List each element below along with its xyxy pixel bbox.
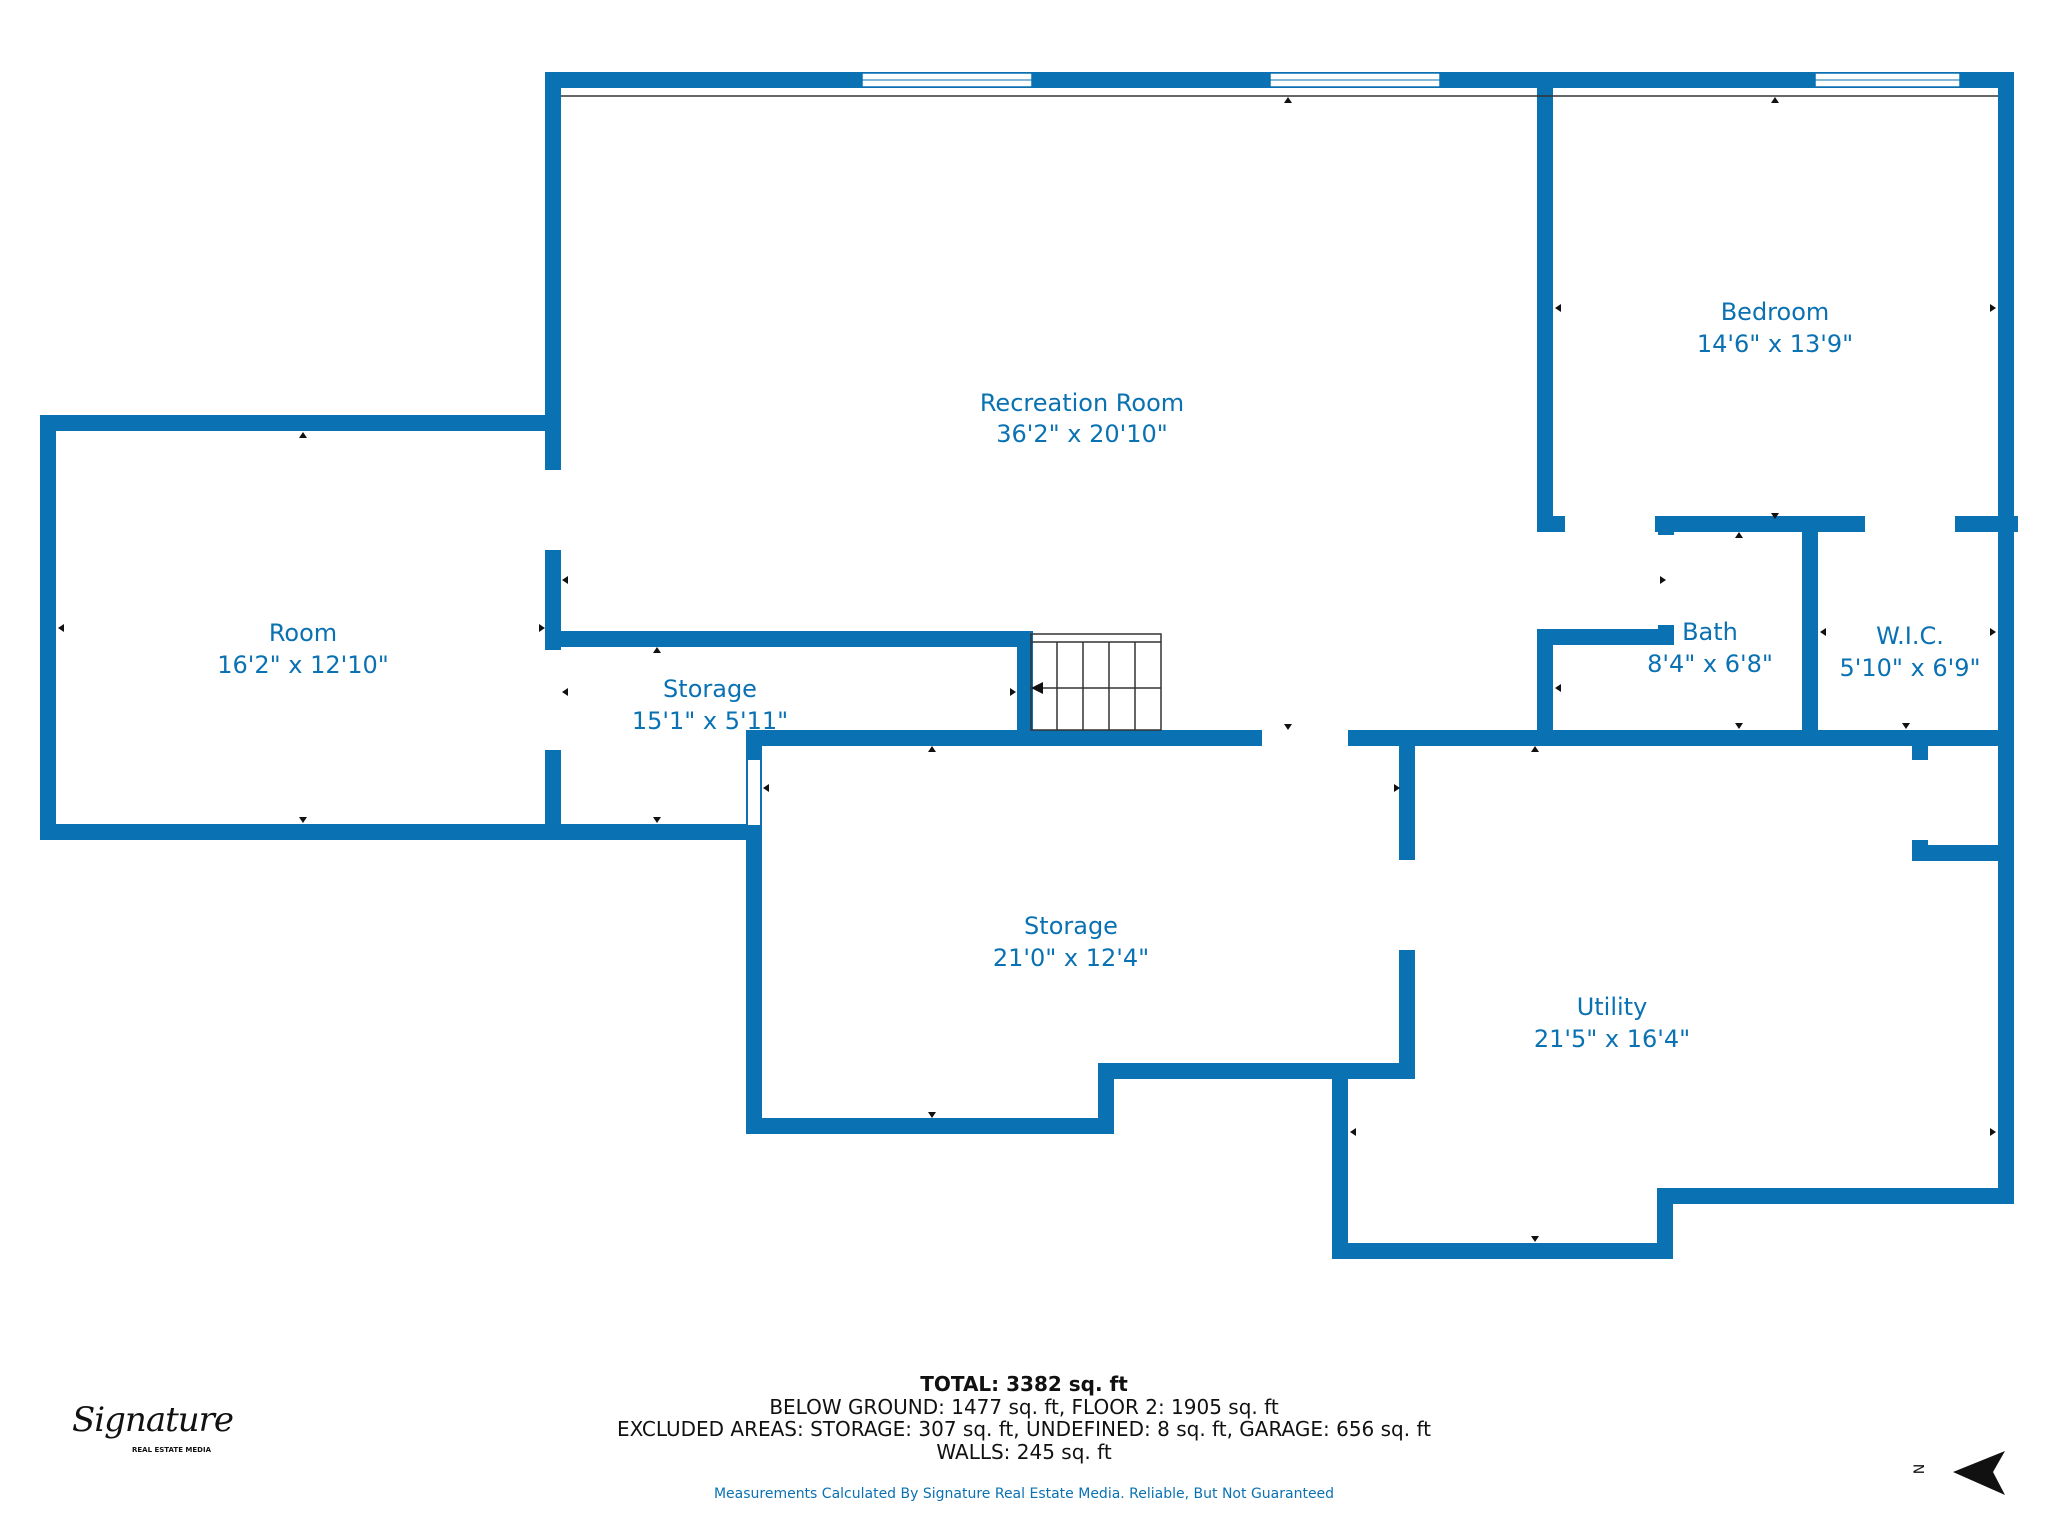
room-dimensions: 14'6" x 13'9"	[1697, 330, 1853, 358]
room-name: Storage	[663, 675, 757, 703]
room-storage-large: Storage 21'0" x 12'4"	[993, 912, 1149, 972]
disclaimer: Measurements Calculated By Signature Rea…	[713, 1486, 1335, 1502]
windows	[561, 72, 1998, 97]
room-name: W.I.C.	[1876, 622, 1944, 650]
room-bath: Bath 8'4" x 6'8"	[1647, 618, 1773, 678]
floor-breakdown: BELOW GROUND: 1477 sq. ft, FLOOR 2: 1905…	[769, 1394, 1279, 1419]
measurement-ticks	[58, 97, 1996, 1242]
room-utility: Utility 21'5" x 16'4"	[1534, 993, 1690, 1053]
room-name: Bath	[1682, 618, 1738, 646]
total-area: TOTAL: 3382 sq. ft	[920, 1372, 1128, 1396]
walls	[40, 72, 2018, 1259]
room-dimensions: 21'0" x 12'4"	[993, 944, 1149, 972]
room-room: Room 16'2" x 12'10"	[217, 619, 389, 679]
room-wic: W.I.C. 5'10" x 6'9"	[1839, 622, 1980, 682]
room-dimensions: 15'1" x 5'11"	[632, 707, 788, 735]
room-name: Recreation Room	[980, 389, 1184, 417]
compass-arrow-icon	[1953, 1451, 2005, 1495]
room-name: Bedroom	[1721, 298, 1830, 326]
signature-logo: Signature REAL ESTATE MEDIA	[72, 1400, 234, 1470]
stairs	[1030, 633, 1162, 731]
room-name: Storage	[1024, 912, 1118, 940]
room-dimensions: 8'4" x 6'8"	[1647, 650, 1773, 678]
logo-subtitle: REAL ESTATE MEDIA	[132, 1446, 211, 1454]
logo-script: Signature	[72, 1400, 234, 1440]
excluded-areas: EXCLUDED AREAS: STORAGE: 307 sq. ft, UND…	[616, 1417, 1432, 1441]
openings	[545, 470, 1955, 950]
room-storage-small: Storage 15'1" x 5'11"	[632, 675, 788, 735]
north-compass: N	[1912, 1445, 2010, 1500]
room-bedroom: Bedroom 14'6" x 13'9"	[1697, 298, 1853, 358]
room-dimensions: 5'10" x 6'9"	[1839, 654, 1980, 682]
room-name: Room	[269, 619, 337, 647]
room-recreation: Recreation Room 36'2" x 20'10"	[980, 389, 1184, 448]
area-summary: TOTAL: 3382 sq. ft BELOW GROUND: 1477 sq…	[0, 1373, 2048, 1463]
room-dimensions: 36'2" x 20'10"	[996, 420, 1168, 448]
room-dimensions: 21'5" x 16'4"	[1534, 1025, 1690, 1053]
walls-area: WALLS: 245 sq. ft	[936, 1439, 1112, 1464]
room-dimensions: 16'2" x 12'10"	[217, 651, 389, 679]
room-name: Utility	[1577, 993, 1648, 1021]
